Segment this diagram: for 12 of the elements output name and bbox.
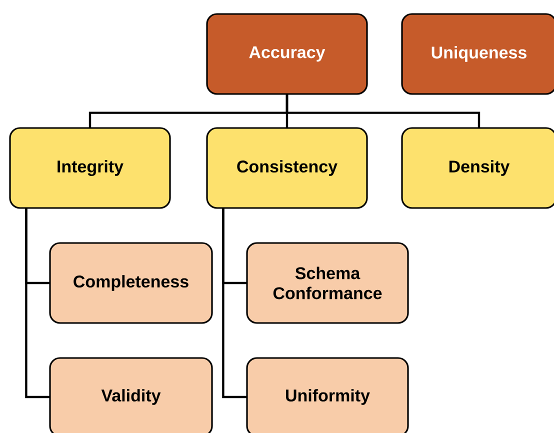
category-box: Density (401, 127, 554, 209)
connector-line (25, 208, 50, 398)
category-box: Validity (49, 357, 213, 433)
category-box: Uniqueness (401, 13, 554, 95)
connector-line (222, 208, 248, 398)
category-box: Integrity (9, 127, 171, 209)
category-box: Schema Conformance (246, 242, 409, 324)
category-box: Completeness (49, 242, 213, 324)
category-box: Uniformity (246, 357, 409, 433)
connector-line (286, 94, 480, 128)
category-box: Accuracy (206, 13, 368, 95)
category-box: Consistency (206, 127, 368, 209)
